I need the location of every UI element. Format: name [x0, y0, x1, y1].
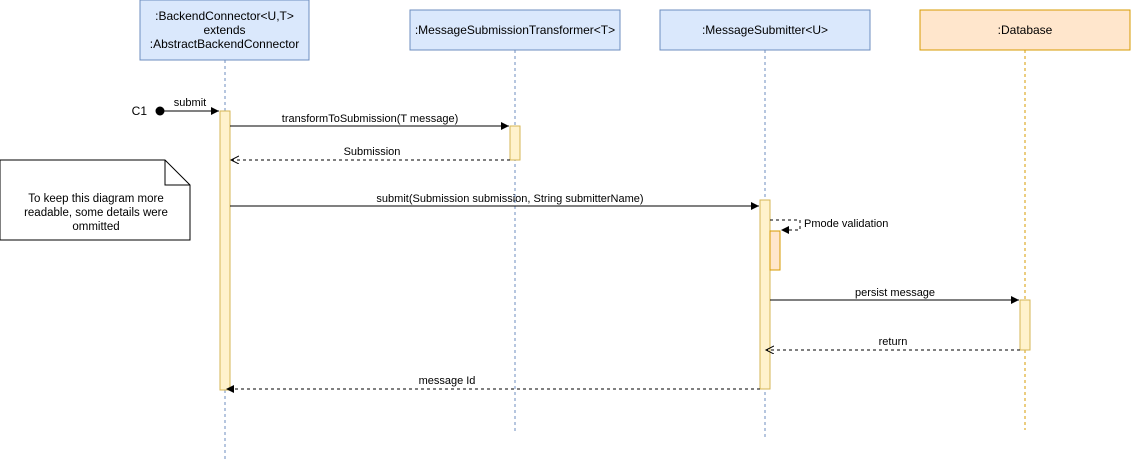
note-shape [0, 159, 191, 241]
label-transform: transformToSubmission(T message) [282, 113, 458, 125]
activation-submitter-pmode [769, 230, 781, 271]
label-pmode: Pmode validation [804, 218, 888, 230]
participant-backend-connector-line1: :BackendConnector<U,T> [155, 9, 294, 23]
participant-transformer [409, 9, 621, 51]
participant-backend-connector-line2: extends [203, 23, 246, 37]
participant-backend-connector-label: :BackendConnector<U,T> extends :Abstract… [140, 0, 309, 60]
participant-backend-connector [139, 0, 310, 61]
participant-database-label: :Database [997, 23, 1053, 37]
label-submission-return: Submission [344, 146, 401, 158]
label-message-id: message Id [419, 375, 476, 387]
label-submit: submit [174, 97, 206, 109]
participant-submitter [659, 9, 871, 51]
participant-submitter-label: :MessageSubmitter<U> [701, 23, 829, 37]
activation-submitter [759, 199, 771, 390]
arrow-pmode [770, 219, 801, 234]
label-persist: persist message [855, 287, 935, 299]
participant-database [919, 9, 1131, 51]
label-db-return: return [879, 336, 908, 348]
participant-transformer-label: :MessageSubmissionTransformer<T> [414, 23, 616, 37]
label-submit-call: submit(Submission submission, String sub… [376, 193, 643, 205]
note-fold [164, 160, 190, 186]
activation-backend-connector [219, 110, 231, 391]
found-message-label: C1 [132, 104, 148, 118]
note-text: To keep this diagram more readable, some… [24, 193, 168, 233]
activation-transformer [509, 125, 521, 161]
activation-database [1019, 299, 1031, 351]
participant-backend-connector-line3: :AbstractBackendConnector [149, 37, 300, 51]
